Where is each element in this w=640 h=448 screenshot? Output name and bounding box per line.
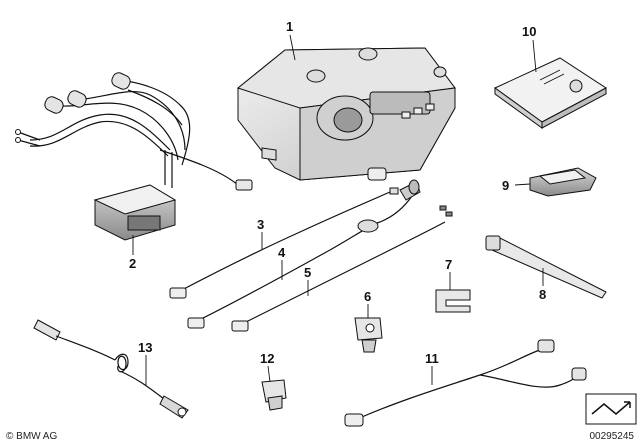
leader-1: [289, 34, 296, 61]
leader-9: [514, 183, 531, 186]
leader-12: [267, 365, 271, 383]
part-13-coiled-cable: [33, 319, 189, 419]
callout-13: 13: [138, 340, 152, 355]
callout-4: 4: [278, 245, 286, 260]
navigation-arrow-icon: [585, 393, 637, 425]
part-9-holder: [529, 167, 597, 197]
part-11-cable: [344, 339, 587, 427]
callout-11: 11: [425, 351, 439, 366]
callout-2: 2: [129, 256, 136, 271]
part-12-clip: [261, 379, 287, 411]
callout-12: 12: [260, 351, 274, 366]
part-5-cable: [231, 205, 453, 332]
callout-3: 3: [257, 217, 264, 232]
callout-1: 1: [286, 19, 293, 34]
callout-7: 7: [445, 257, 452, 272]
callouts: 1 2 3 4 5 6 7 8 9 10 11 12 13: [129, 19, 546, 366]
diagram-number: 00295245: [589, 431, 635, 442]
part-8-cable-tie: [485, 235, 607, 299]
part-7-bracket: [435, 289, 471, 313]
part-1-control-unit: [236, 47, 456, 181]
leader-lines: [132, 34, 544, 385]
callout-10: 10: [522, 24, 536, 39]
part-4-cable: [187, 179, 421, 329]
callout-5: 5: [304, 265, 311, 280]
part-2-wiring-harness: [15, 72, 253, 241]
part-3-cable: [169, 167, 399, 299]
callout-6: 6: [364, 289, 371, 304]
part-6-clip: [354, 317, 383, 353]
callout-8: 8: [539, 287, 546, 302]
leader-10: [532, 39, 537, 73]
callout-9: 9: [502, 178, 509, 193]
copyright-text: © BMW AG: [6, 431, 58, 442]
part-10-manual: [494, 57, 607, 129]
